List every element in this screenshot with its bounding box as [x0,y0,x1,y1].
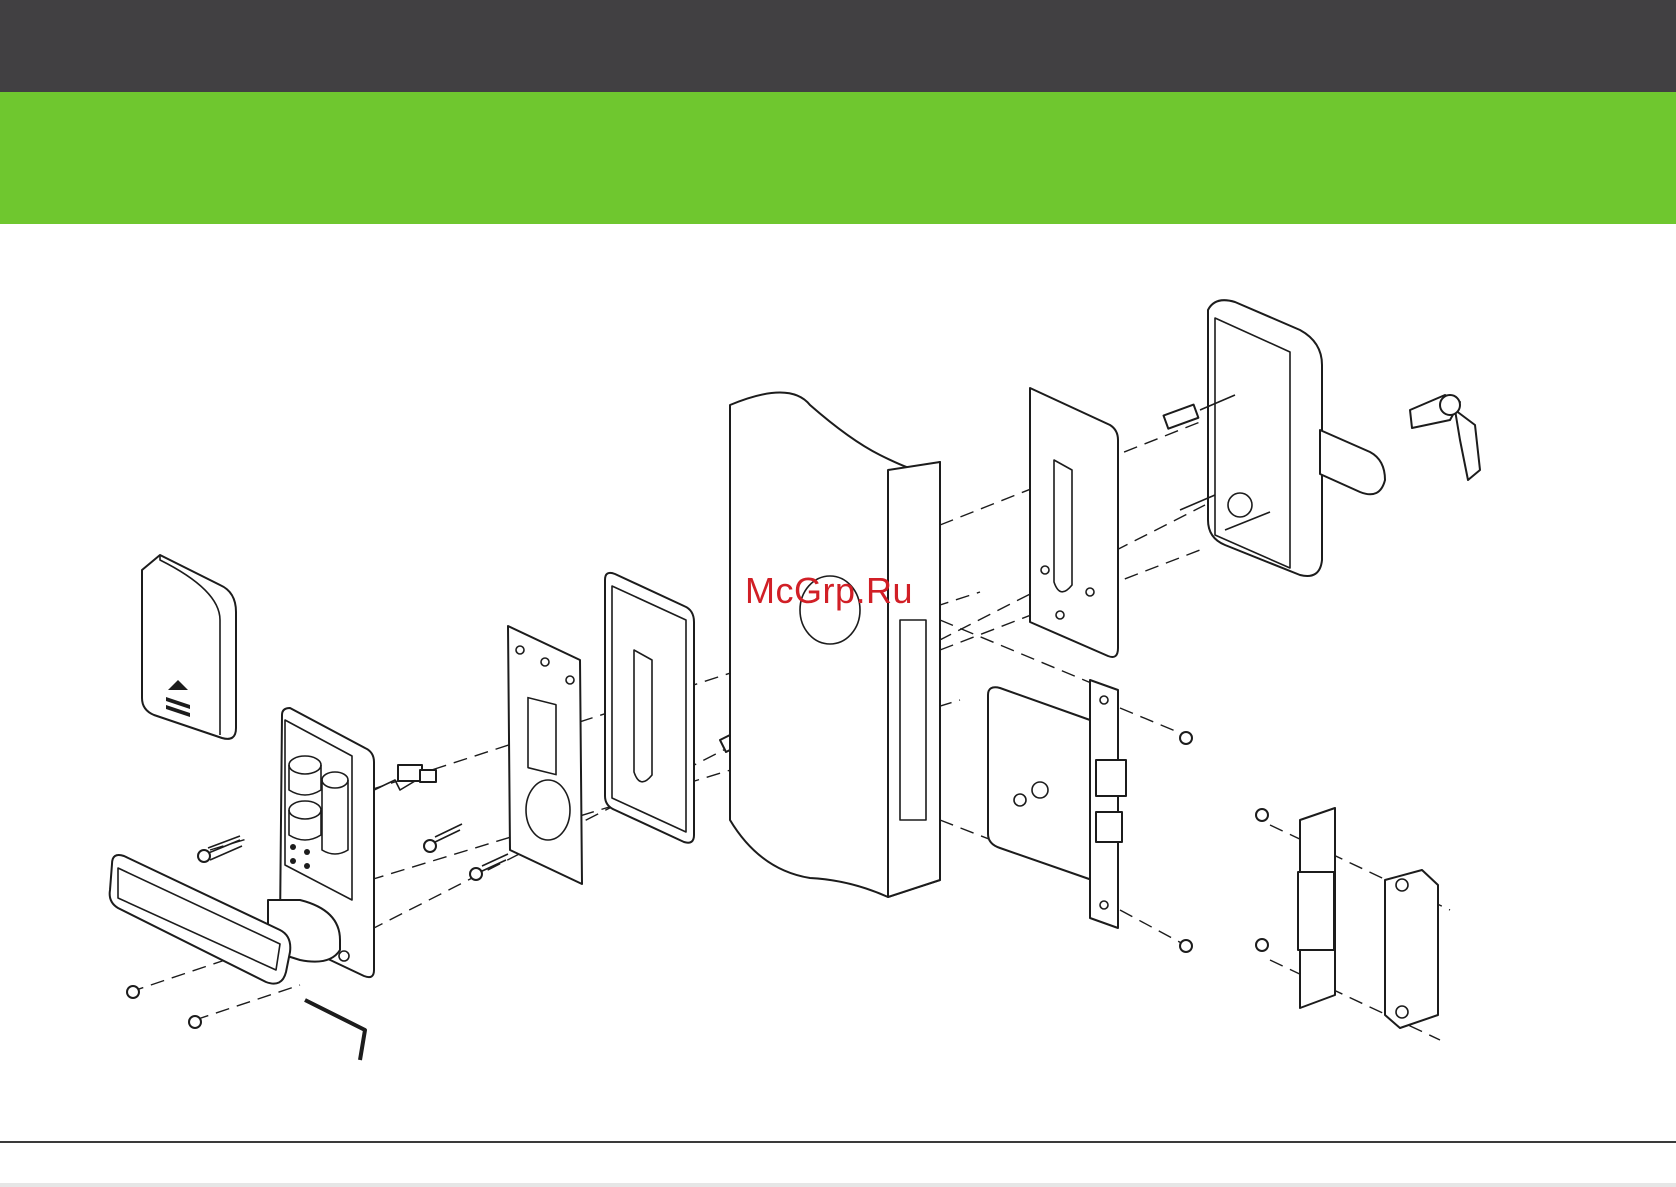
strike-box [1385,870,1438,1028]
header-bar [0,0,1676,92]
back-lock-body [1164,300,1385,576]
exploded-installation-diagram [0,224,1676,1144]
front-mounting-plate [508,626,582,884]
title-band [0,92,1676,224]
keys [1410,395,1480,480]
door [730,393,940,898]
watermark-text: McGrp.Ru [745,570,913,612]
front-gasket [605,573,694,843]
wire-connector [374,765,436,790]
back-gasket [1030,388,1118,657]
footer-strip [0,1183,1676,1187]
battery-cover [142,555,236,739]
strike-plate [1256,808,1335,1008]
footer-rule [0,1141,1676,1143]
allen-key [305,1000,365,1060]
mortise-lock [988,680,1192,952]
